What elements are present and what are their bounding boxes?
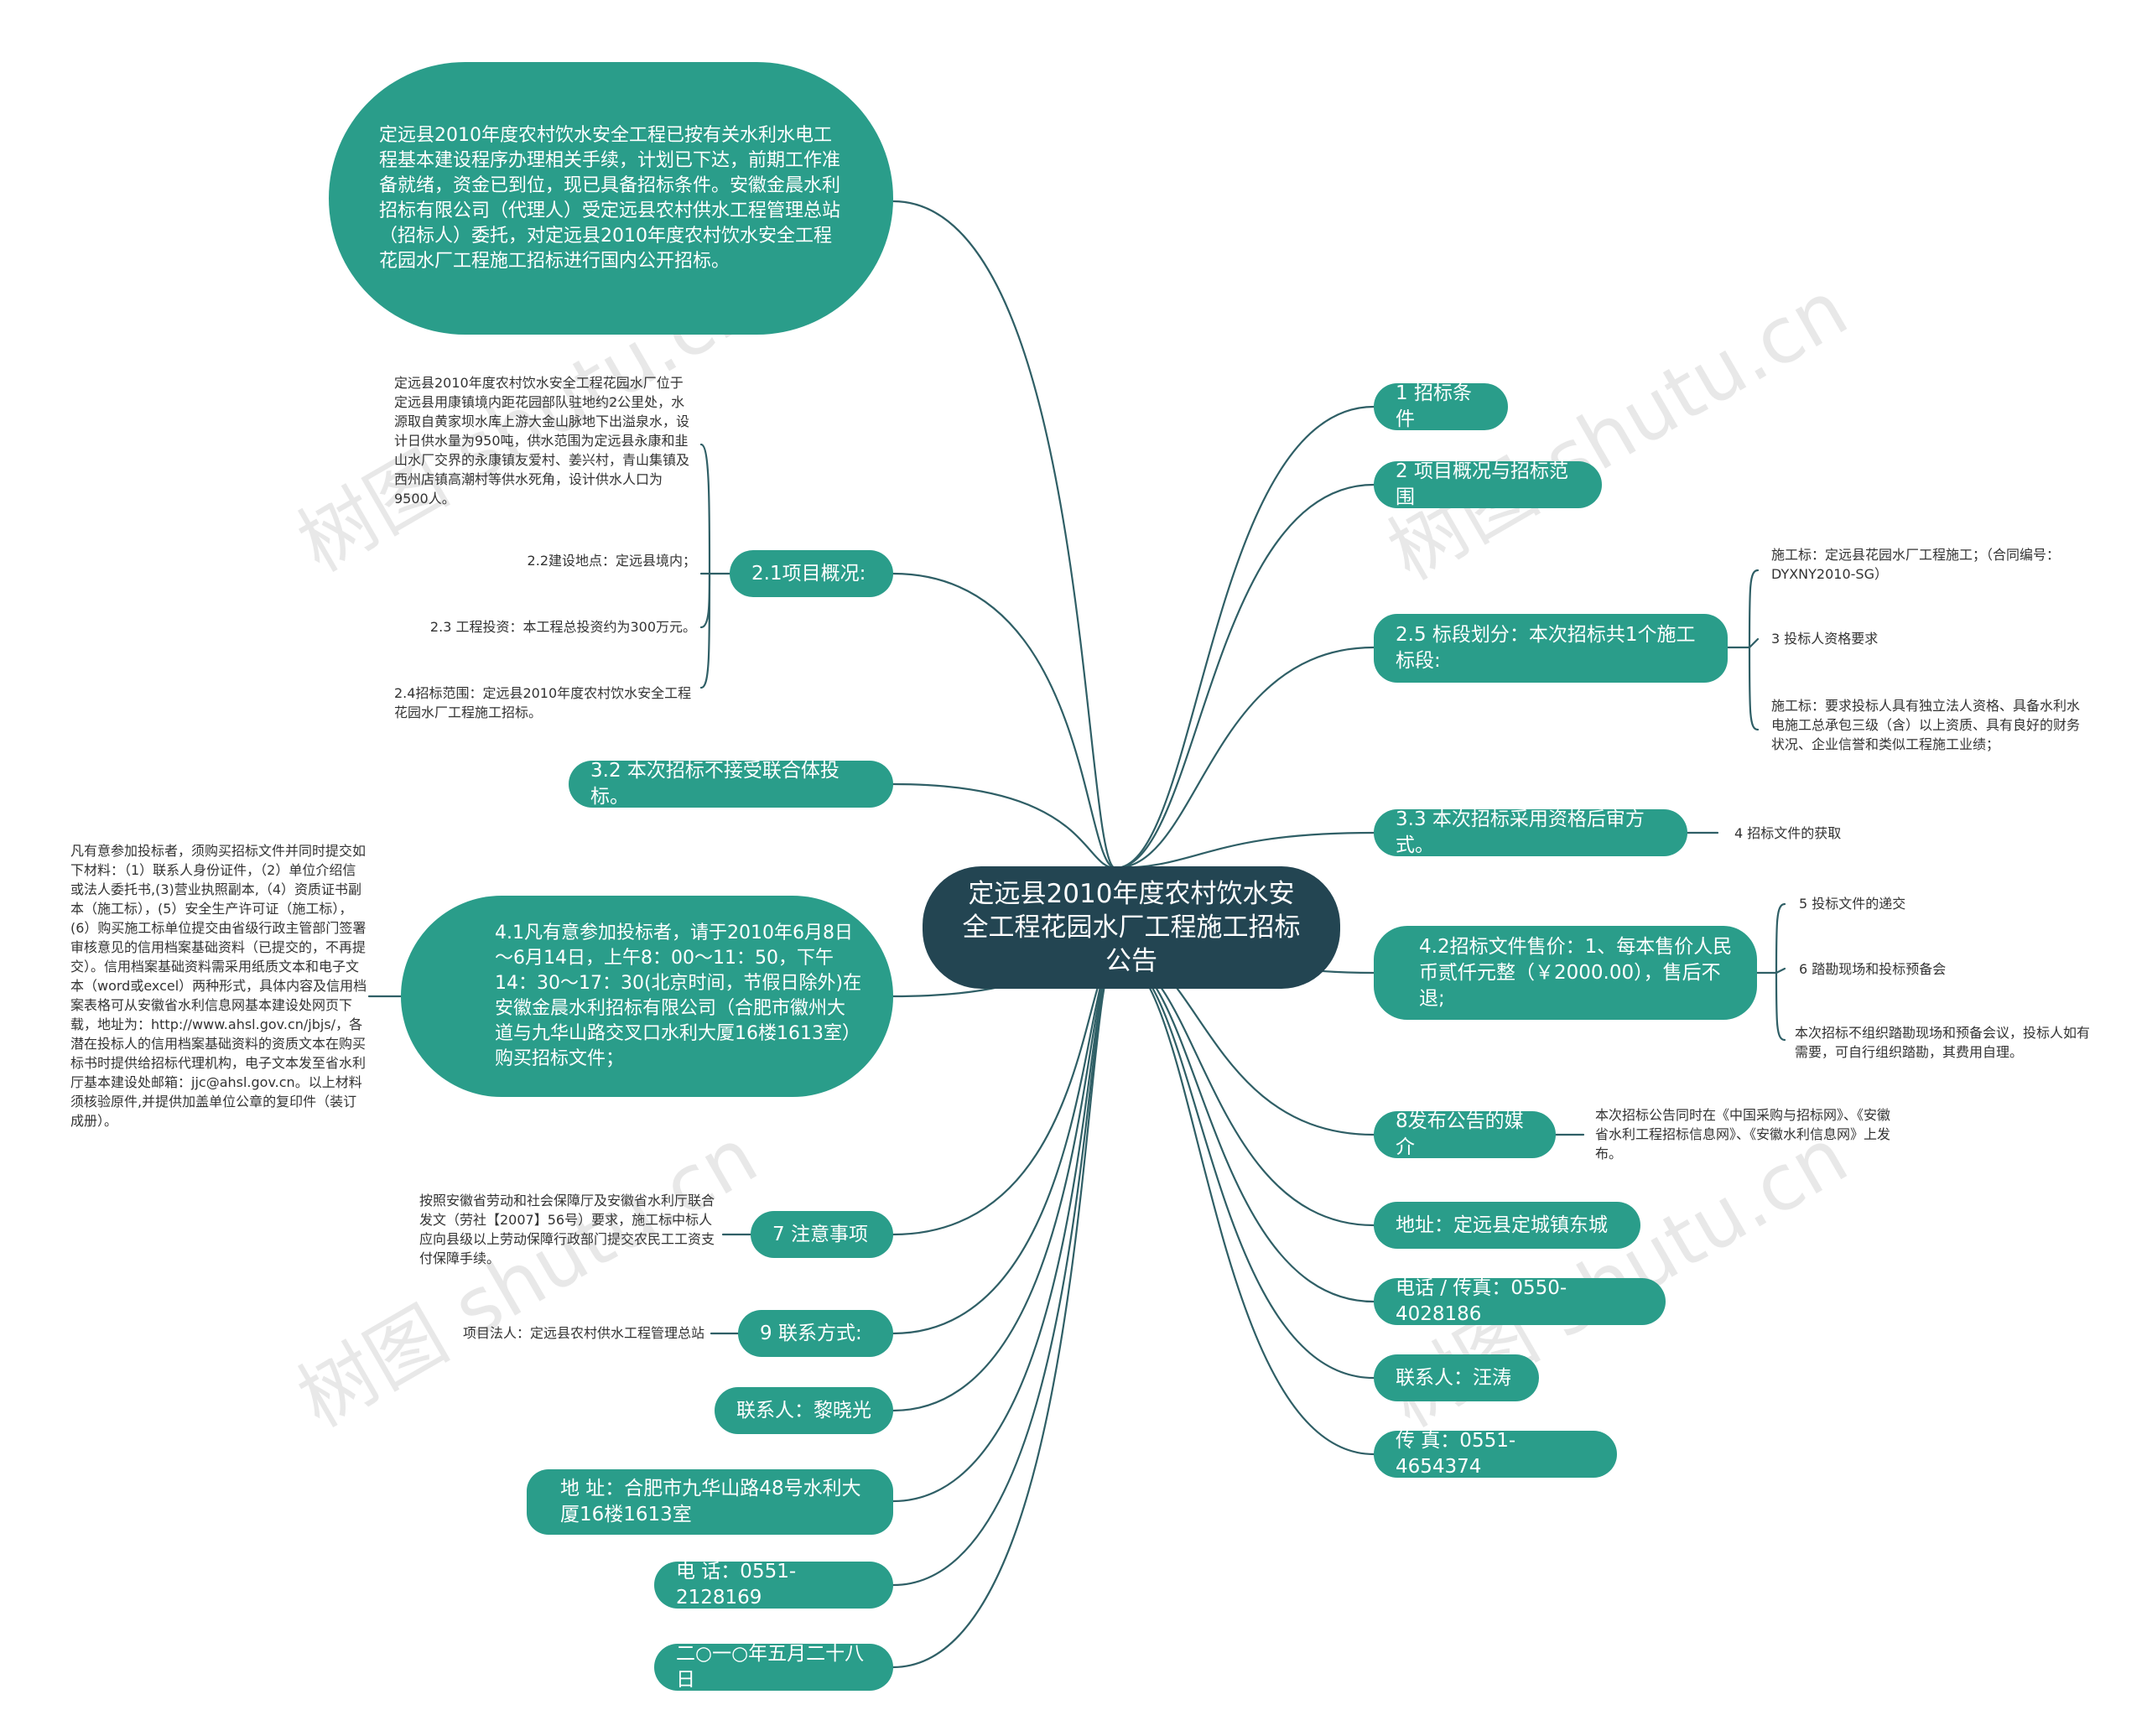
notes-label: 7 注意事项 <box>772 1223 868 1245</box>
owner-tel-label: 电话 / 传真：0550-4028186 <box>1396 1277 1567 1325</box>
bid-conditions-topic[interactable]: 1 招标条件 <box>1374 382 1508 430</box>
section-division-label: 2.5 标段划分：本次招标共1个施工标段: <box>1396 624 1696 672</box>
project-owner-note: 项目法人：定远县农村供水工程管理总站 <box>462 1325 704 1341</box>
construction-site-note: 2.2建设地点：定远县境内； <box>527 553 696 569</box>
agent-contact-topic[interactable]: 联系人：黎晓光 <box>715 1387 893 1434</box>
project-scope-label: 2 项目概况与招标范围 <box>1396 460 1568 508</box>
intro-text: 定远县2010年度农村饮水安全工程已按有关水利水电工程基本建设程序办理相关手续，… <box>379 124 841 272</box>
doc-price-label: 4.2招标文件售价：1、每本售价人民币贰仟元整（￥2000.00），售后不退; <box>1419 935 1733 1010</box>
purchase-materials-note: 凡有意参加投标者，须购买招标文件并同时提交如下材料：（1）联系人身份证件，（2）… <box>70 843 367 1129</box>
agent-contact-label: 联系人：黎晓光 <box>736 1399 871 1422</box>
project-overview-topic[interactable]: 2.1项目概况: <box>730 550 893 597</box>
owner-tel-topic[interactable]: 电话 / 传真：0550-4028186 <box>1374 1277 1666 1325</box>
agent-address-label: 地 址：合肥市九华山路48号水利大厦16楼1613室 <box>560 1478 861 1525</box>
post-qualification-label: 3.3 本次招标采用资格后审方式。 <box>1396 808 1645 856</box>
root-topic[interactable]: 定远县2010年度农村饮水安全工程花园水厂工程施工招标公告 <box>923 866 1340 989</box>
agent-address-topic[interactable]: 地 址：合肥市九华山路48号水利大厦16楼1613室 <box>527 1469 893 1535</box>
publication-media-topic[interactable]: 8发布公告的媒介 <box>1374 1110 1556 1158</box>
no-consortium-topic[interactable]: 3.2 本次招标不接受联合体投标。 <box>569 760 893 808</box>
owner-address-label: 地址：定远县定城镇东城 <box>1396 1214 1608 1236</box>
owner-address-topic[interactable]: 地址：定远县定城镇东城 <box>1374 1202 1640 1249</box>
section-division-topic[interactable]: 2.5 标段划分：本次招标共1个施工标段: <box>1374 614 1728 683</box>
post-qualification-topic[interactable]: 3.3 本次招标采用资格后审方式。 <box>1374 808 1687 856</box>
intro-topic[interactable]: 定远县2010年度农村饮水安全工程已按有关水利水电工程基本建设程序办理相关手续，… <box>329 62 893 335</box>
project-location-note: 定远县2010年度农村饮水安全工程花园水厂位于定远县用康镇境内距花园部队驻地约2… <box>394 375 690 507</box>
owner-contact-label: 联系人：汪涛 <box>1396 1366 1511 1389</box>
construction-section-note: 施工标：定远县花园水厂工程施工；（合同编号：DYXNY2010-SG） <box>1771 547 2061 582</box>
bid-scope-note: 2.4招标范围：定远县2010年度农村饮水安全工程花园水厂工程施工招标。 <box>394 685 692 720</box>
no-site-visit-note: 本次招标不组织踏勘现场和预备会议，投标人如有需要，可自行组织踏勘，其费用自理。 <box>1795 1025 2091 1060</box>
bid-submission-note: 5 投标文件的递交 <box>1799 896 1906 912</box>
publication-media-label: 8发布公告的媒介 <box>1396 1110 1524 1158</box>
doc-price-topic[interactable]: 4.2招标文件售价：1、每本售价人民币贰仟元整（￥2000.00），售后不退; <box>1374 926 1757 1020</box>
qualification-detail-note: 施工标：要求投标人具有独立法人资格、具备水利水电施工总承包三级（含）以上资质、具… <box>1771 698 2081 752</box>
investment-note: 2.3 工程投资：本工程总投资约为300万元。 <box>429 619 696 635</box>
purchase-docs-topic[interactable]: 4.1凡有意参加投标者，请于2010年6月8日～6月14日，上午8：00～11：… <box>401 896 893 1097</box>
purchase-docs-label: 4.1凡有意参加投标者，请于2010年6月8日～6月14日，上午8：00～11：… <box>495 923 862 1069</box>
root-topic-text: 定远县2010年度农村饮水安全工程花园水厂工程施工招标公告 <box>962 879 1301 976</box>
site-visit-note: 6 踏勘现场和投标预备会 <box>1799 961 1947 977</box>
doc-acquisition-note: 4 招标文件的获取 <box>1734 825 1842 841</box>
contact-info-topic[interactable]: 9 联系方式: <box>738 1310 893 1357</box>
qualification-note: 3 投标人资格要求 <box>1771 631 1879 647</box>
owner-contact-topic[interactable]: 联系人：汪涛 <box>1374 1354 1539 1401</box>
contact-info-label: 9 联系方式: <box>760 1322 862 1344</box>
project-overview-label: 2.1项目概况: <box>751 562 866 585</box>
publication-media-note: 本次招标公告同时在《中国采购与招标网》、《安徽省水利工程招标信息网》、《安徽水利… <box>1595 1107 1891 1162</box>
date-label: 二○一○年五月二十八日 <box>676 1643 865 1691</box>
date-topic[interactable]: 二○一○年五月二十八日 <box>654 1643 893 1691</box>
agent-phone-label: 电 话：0551-2128169 <box>676 1561 797 1609</box>
owner-fax-label: 传 真：0551-4654374 <box>1396 1430 1516 1478</box>
wage-guarantee-note: 按照安徽省劳动和社会保障厅及安徽省水利厅联合发文（劳社【2007】56号）要求，… <box>419 1193 715 1266</box>
project-scope-topic[interactable]: 2 项目概况与招标范围 <box>1374 460 1602 508</box>
no-consortium-label: 3.2 本次招标不接受联合体投标。 <box>590 760 840 808</box>
owner-fax-topic[interactable]: 传 真：0551-4654374 <box>1374 1430 1617 1478</box>
agent-phone-topic[interactable]: 电 话：0551-2128169 <box>654 1561 893 1609</box>
notes-topic[interactable]: 7 注意事项 <box>751 1211 893 1258</box>
bid-conditions-label: 1 招标条件 <box>1396 382 1472 430</box>
